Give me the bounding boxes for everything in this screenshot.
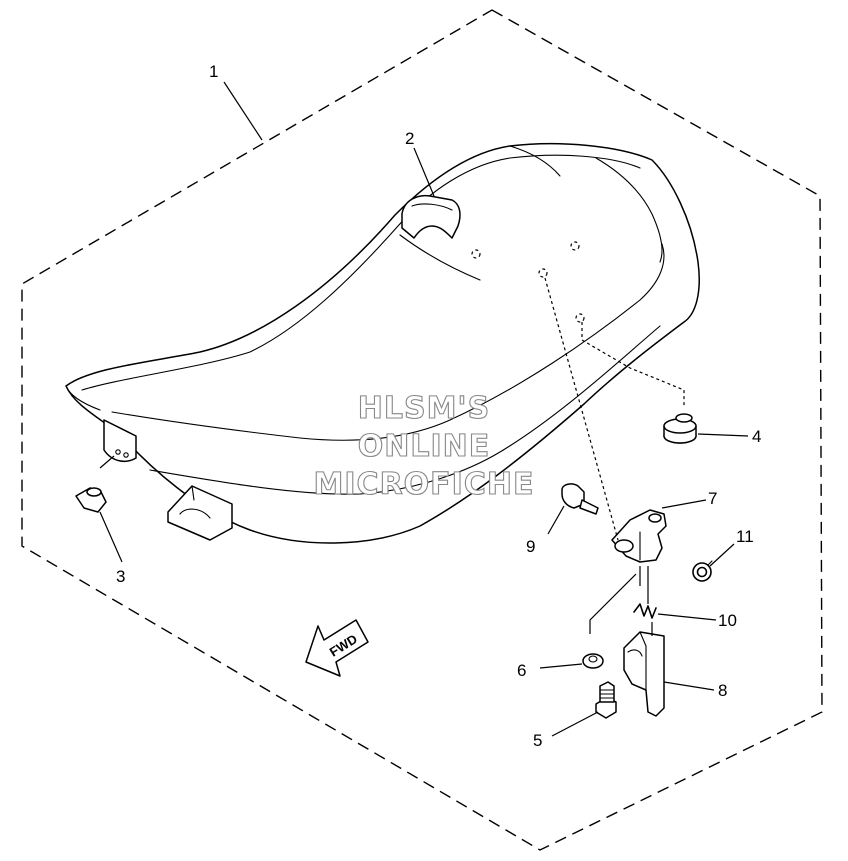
callout-8: 8 <box>718 681 727 700</box>
callout-6: 6 <box>517 661 526 680</box>
spring-part-10 <box>633 603 657 619</box>
bracket-part-7 <box>611 509 667 563</box>
forward-direction-arrow: FWD <box>305 619 369 677</box>
callout-7: 7 <box>708 489 717 508</box>
callout-numbers: 1 2 3 4 5 6 7 8 9 10 11 <box>116 62 761 750</box>
callout-3: 3 <box>116 567 125 586</box>
watermark-line-1: HLSM'S <box>358 391 490 426</box>
callout-leaders <box>99 81 749 737</box>
washer-part-6 <box>582 653 604 669</box>
callout-4: 4 <box>752 427 761 446</box>
clip-part-11 <box>692 560 713 582</box>
callout-1: 1 <box>209 62 218 81</box>
latch-part-8 <box>623 631 665 717</box>
assembly-guides <box>544 277 685 636</box>
watermark: HLSM'S ONLINE MICROFICHE <box>313 390 535 502</box>
watermark-line-2: ONLINE <box>358 429 491 464</box>
callout-10: 10 <box>718 611 737 630</box>
assembly-boundary <box>21 9 823 851</box>
callout-5: 5 <box>533 731 542 750</box>
bolt-part-9 <box>561 483 599 515</box>
damper-part-3 <box>75 487 107 513</box>
watermark-line-3: MICROFICHE <box>314 467 535 502</box>
damper-part-4 <box>663 413 697 444</box>
seat-assembly <box>65 142 700 544</box>
callout-9: 9 <box>526 537 535 556</box>
callout-2: 2 <box>405 129 414 148</box>
seat-hook-part-2 <box>401 194 461 239</box>
bolt-part-5 <box>595 681 617 719</box>
callout-11: 11 <box>736 527 754 546</box>
